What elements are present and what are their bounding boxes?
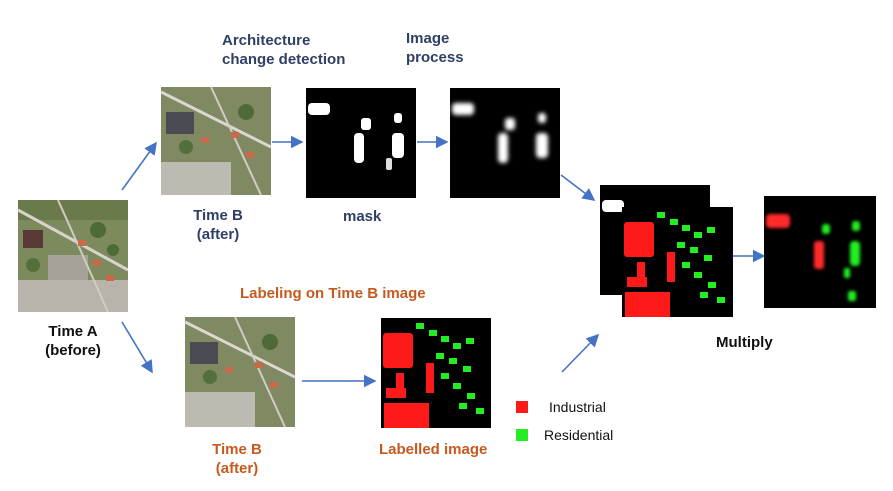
labeling-on-time-b-label: Labeling on Time B image xyxy=(240,285,426,302)
legend-industrial-swatch xyxy=(516,401,528,413)
arrow-processed-to-multiply xyxy=(560,174,596,201)
arch-change-line2: change detection xyxy=(222,51,346,68)
labelled-image xyxy=(381,318,491,428)
time-a-label: Time A (before) xyxy=(23,322,123,360)
image-process-line2: process xyxy=(406,49,464,66)
time-b-top-label: Time B (after) xyxy=(168,206,268,244)
time-b-bottom-aerial-image xyxy=(185,317,295,427)
arrow-labelled-to-multiply xyxy=(561,333,600,373)
time-b-top-aerial-image xyxy=(161,87,271,195)
image-process-label: Image process xyxy=(406,29,464,67)
time-a-aerial-image xyxy=(18,200,128,312)
processed-image xyxy=(450,88,560,198)
legend-industrial-label: Industrial xyxy=(549,399,606,415)
legend-residential-swatch xyxy=(516,429,528,441)
arrow-timea-to-timeb-bottom xyxy=(121,321,153,374)
time-b-bottom-label: Time B (after) xyxy=(187,440,287,478)
mask-image xyxy=(306,88,416,198)
legend-residential-label: Residential xyxy=(544,427,614,443)
arch-change-line1: Architecture xyxy=(222,32,311,49)
architecture-change-detection-label: Architecture change detection xyxy=(222,31,345,69)
time-b-bottom-line1: Time B xyxy=(212,441,262,458)
time-b-top-line2: (after) xyxy=(196,226,240,243)
time-a-line2: (before) xyxy=(45,342,101,359)
arrow-timea-to-timeb-top xyxy=(121,141,157,191)
result-image xyxy=(764,196,876,308)
multiply-front-label-image xyxy=(622,207,733,317)
time-b-bottom-line2: (after) xyxy=(215,460,259,477)
labelled-image-label: Labelled image xyxy=(379,441,488,458)
time-a-line1: Time A xyxy=(48,323,98,340)
multiply-label: Multiply xyxy=(716,334,773,351)
image-process-line1: Image xyxy=(406,30,450,47)
time-b-top-line1: Time B xyxy=(193,207,243,224)
mask-label: mask xyxy=(343,208,382,225)
